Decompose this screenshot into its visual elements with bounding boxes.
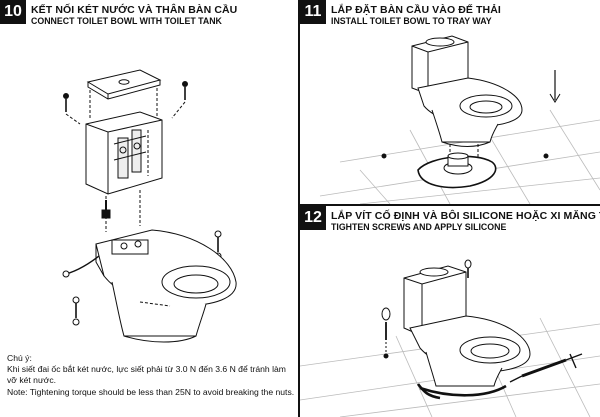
vertical-divider <box>298 0 300 417</box>
step-number-badge: 10 <box>0 0 26 24</box>
toilet-screws-silicone-diagram <box>300 259 600 417</box>
step-title-vietnamese: KẾT NỐI KÉT NƯỚC VÀ THÂN BÀN CẦU <box>31 4 238 16</box>
step-title-english: INSTALL TOILET BOWL TO TRAY WAY <box>331 16 492 26</box>
note-box: Chú ý: Khi siết đai ốc bắt két nước, lực… <box>7 353 295 398</box>
screw-left-icon <box>63 93 69 112</box>
horizontal-divider <box>300 204 600 206</box>
toilet-tank-connection-diagram <box>62 69 237 343</box>
screw-cap-icon <box>464 259 472 278</box>
step-number-badge: 12 <box>300 206 326 230</box>
step-number-badge: 11 <box>300 0 326 24</box>
fixing-screw-icon <box>381 307 391 359</box>
note-text-vietnamese: Khi siết đai ốc bắt két nước, lực siết p… <box>7 364 286 386</box>
note-text-english: Note: Tightening torque should be less t… <box>7 386 295 397</box>
silicone-gun-icon <box>509 353 583 383</box>
note-heading: Chú ý: <box>7 353 32 363</box>
step-10-panel: 10 KẾT NỐI KÉT NƯỚC VÀ THÂN BÀN CẦU CONN… <box>0 0 298 417</box>
screw-right-icon <box>182 81 188 100</box>
step-12-panel: 12 LẮP VÍT CỐ ĐỊNH VÀ BÔI SILICONE HOẶC … <box>300 206 600 417</box>
step-title-english: CONNECT TOILET BOWL WITH TOILET TANK <box>31 16 222 26</box>
step-11-panel: 11 LẮP ĐẶT BÀN CẦU VÀO ĐẾ THẢI INSTALL T… <box>300 0 600 204</box>
step-title-vietnamese: LẮP VÍT CỐ ĐỊNH VÀ BÔI SILICONE HOẶC XI … <box>331 210 600 222</box>
toilet-on-flange-diagram <box>319 35 600 204</box>
step-title-english: TIGHTEN SCREWS AND APPLY SILICONE <box>331 222 507 232</box>
step-title-vietnamese: LẮP ĐẶT BÀN CẦU VÀO ĐẾ THẢI <box>331 4 501 16</box>
